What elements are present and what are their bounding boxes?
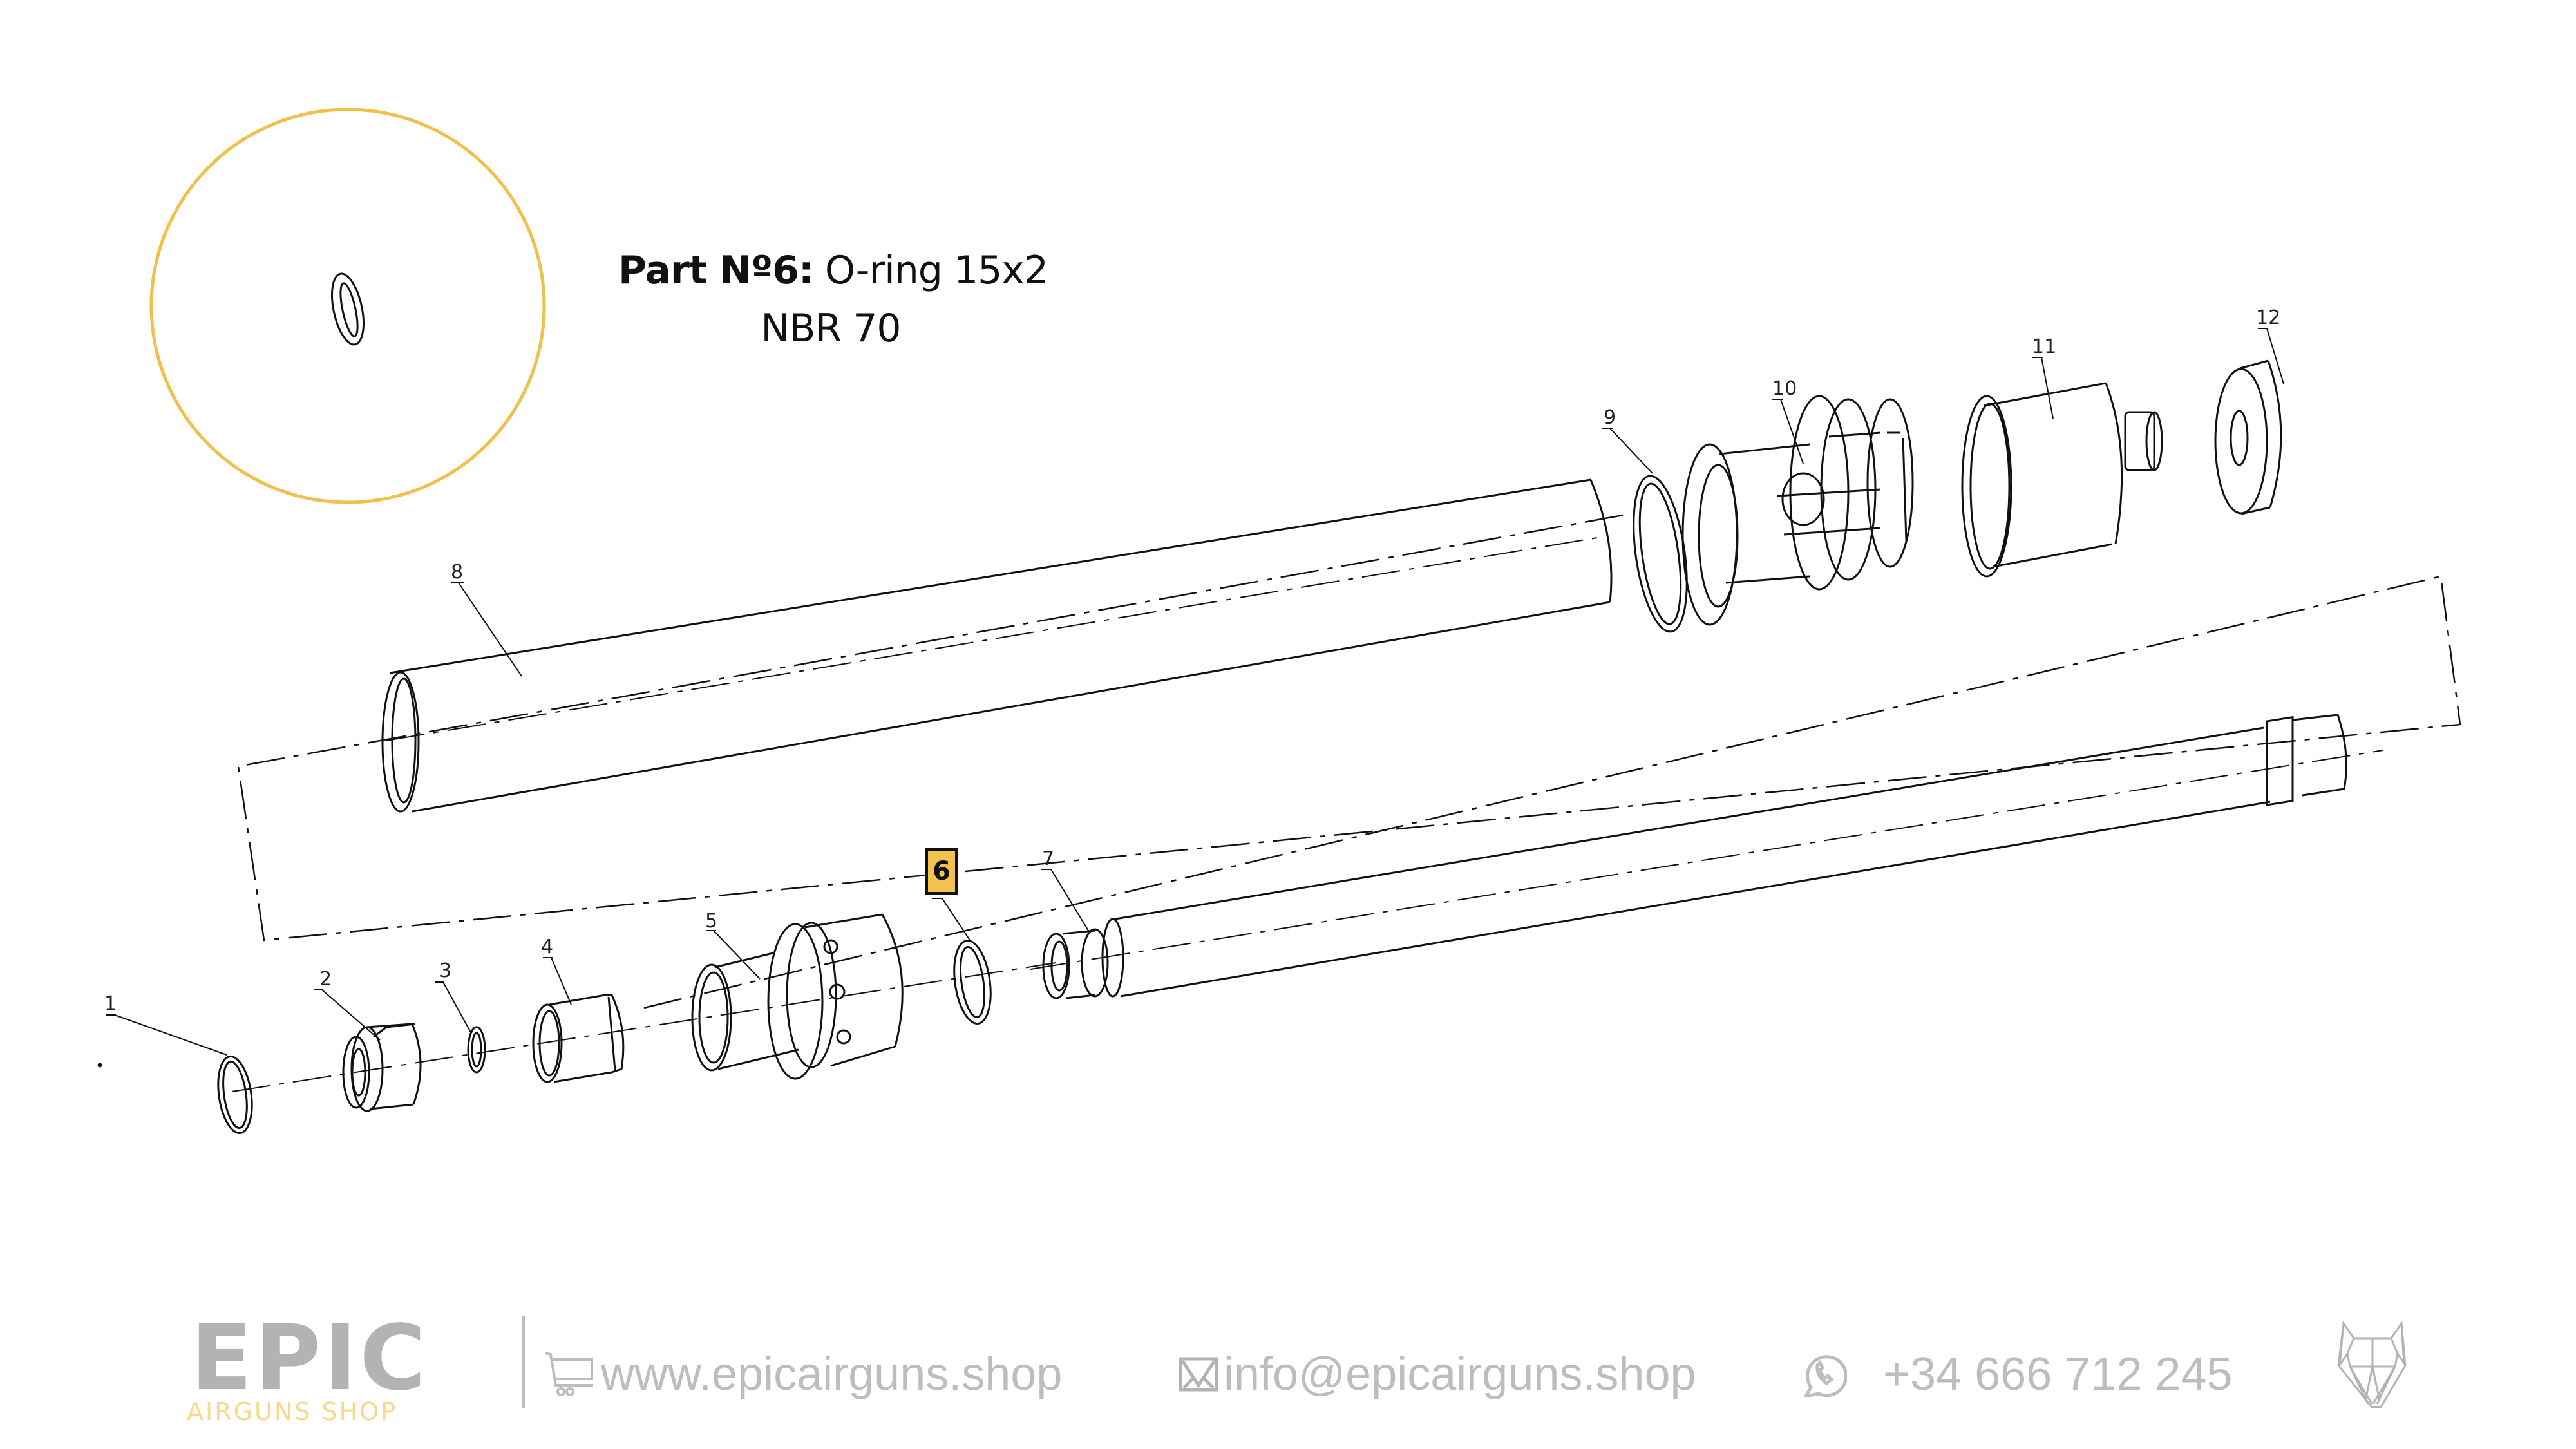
leader-4 — [551, 957, 572, 1005]
part-2-nut — [342, 1023, 422, 1112]
part-11-cup — [1961, 382, 2163, 578]
footer-divider — [522, 1316, 525, 1408]
part-name: O-ring 15x2 — [824, 248, 1048, 293]
part-6-o-ring — [953, 940, 992, 1025]
part-1-o-ring — [217, 1055, 253, 1135]
callout-11: 11 — [2032, 336, 2056, 358]
callout-9: 9 — [1604, 406, 1616, 429]
email-text: info@epicairguns.shop — [1224, 1349, 1696, 1400]
o-ring-detail-icon — [331, 272, 365, 346]
email-link[interactable]: info@epicairguns.shop — [1179, 1351, 1696, 1397]
leader-3 — [442, 981, 472, 1034]
leader-12 — [2266, 328, 2284, 384]
phone-text: +34 666 712 245 — [1883, 1349, 2233, 1400]
callout-12: 12 — [2256, 307, 2280, 329]
part-7-barrel — [1030, 714, 2383, 999]
callout-4: 4 — [541, 936, 553, 958]
callout-7: 7 — [1042, 848, 1054, 870]
part-3-small-o-ring — [467, 1026, 486, 1074]
part-title: Part Nº6: O-ring 15x2 — [618, 248, 1048, 293]
part-8-tube — [381, 478, 1613, 813]
assembly-axis-frame — [237, 514, 2461, 1009]
shopping-cart-icon — [545, 1352, 593, 1396]
brand-logo: EPIC — [191, 1306, 429, 1411]
brand-subtitle: AIRGUNS SHOP — [187, 1397, 398, 1426]
wolf-head-icon — [2337, 1320, 2407, 1408]
callout-1: 1 — [104, 992, 117, 1015]
leader-7 — [1050, 869, 1089, 931]
leader-2 — [321, 989, 381, 1041]
part-5-adjuster — [691, 913, 904, 1080]
part-12-end-cap — [2214, 359, 2282, 515]
part-material: NBR 70 — [761, 306, 901, 351]
leader-9 — [1609, 428, 1653, 474]
highlighted-callout-6: 6 — [925, 848, 958, 895]
leader-8 — [458, 582, 522, 677]
envelope-icon — [1179, 1357, 1218, 1392]
callout-labels: 1 2 3 4 5 7 8 9 10 11 12 — [104, 307, 2280, 1015]
phone-link[interactable]: +34 666 712 245 — [1803, 1351, 2233, 1397]
part-number-label: Part Nº6: — [618, 248, 814, 293]
leader-6 — [942, 898, 971, 941]
part-4-bushing — [532, 994, 625, 1083]
website-text: www.epicairguns.shop — [601, 1349, 1063, 1400]
part-10-valve-body — [1681, 395, 1914, 626]
callout-5: 5 — [705, 910, 717, 933]
leader-11 — [2041, 357, 2054, 419]
callout-8: 8 — [451, 561, 463, 583]
leader-10 — [1780, 399, 1804, 464]
callout-3: 3 — [439, 960, 451, 982]
website-link[interactable]: www.epicairguns.shop — [544, 1351, 1062, 1397]
part-9-o-ring — [1633, 475, 1688, 633]
callout-2: 2 — [319, 968, 332, 990]
leader-1 — [114, 1014, 227, 1056]
callout-10: 10 — [1772, 377, 1797, 400]
leader-5 — [713, 930, 761, 980]
whatsapp-icon — [1803, 1355, 1847, 1397]
part-zoom-circle — [149, 108, 546, 504]
